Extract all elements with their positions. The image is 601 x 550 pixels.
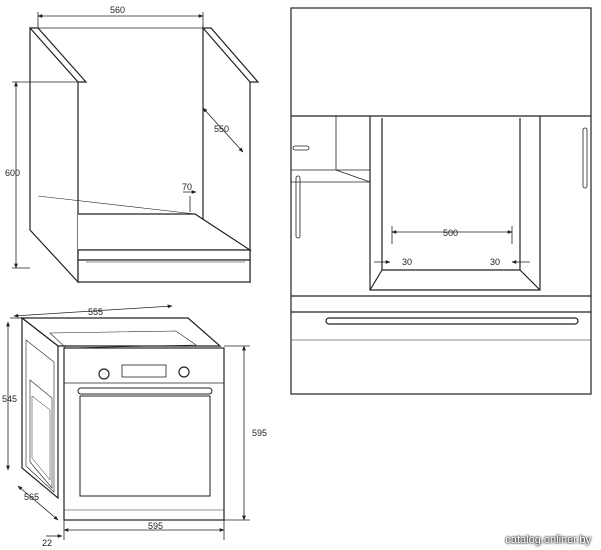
oven-front-height-label: 595 bbox=[252, 428, 267, 438]
installation-right-gap-label: 30 bbox=[490, 257, 500, 267]
oven-dimension-lines bbox=[6, 304, 250, 540]
oven-door-label: 22 bbox=[42, 538, 52, 548]
cabinet-width-label: 560 bbox=[110, 5, 125, 15]
oven-depth-label: 555 bbox=[88, 307, 103, 317]
oven-drawing bbox=[20, 316, 225, 521]
cabinet-back-gap-label: 70 bbox=[182, 182, 192, 192]
cabinet-drawing bbox=[29, 26, 260, 284]
cabinet-height-label: 600 bbox=[5, 168, 20, 178]
oven-side-height-label: 545 bbox=[2, 394, 17, 404]
cabinet-depth-label: 550 bbox=[214, 124, 229, 134]
installation-drawing bbox=[290, 7, 592, 395]
cabinet-dimension-lines bbox=[12, 12, 244, 269]
oven-front-width-label: 595 bbox=[148, 521, 163, 531]
installation-dimension-lines bbox=[374, 226, 530, 264]
installation-opening-width-label: 500 bbox=[443, 228, 458, 238]
watermark: catalog.onliner.by bbox=[505, 534, 591, 546]
oven-body-depth-label: 565 bbox=[24, 492, 39, 502]
installation-left-gap-label: 30 bbox=[402, 257, 412, 267]
